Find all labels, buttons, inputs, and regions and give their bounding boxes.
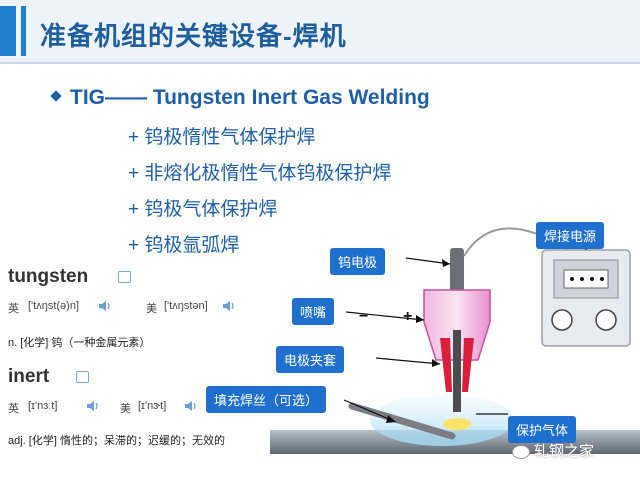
slide-header: 准备机组的关键设备-焊机: [0, 0, 640, 62]
tig-bullet-text: TIG—— Tungsten Inert Gas Welding: [70, 86, 430, 109]
minus-terminal: [551, 309, 573, 331]
watermark: 轧钢之家: [512, 440, 594, 461]
dict-word-tungsten: tungsten: [8, 266, 89, 287]
label-power: 焊接电源: [536, 222, 605, 249]
speaker-icon[interactable]: [184, 400, 197, 412]
label-gas: 保护气体: [508, 416, 577, 443]
subitem-4: + 钨极氩弧焊: [128, 235, 240, 256]
uk-label: 英: [8, 403, 19, 415]
label-electrode: 钨电极: [330, 248, 386, 275]
welding-illustration: [270, 227, 640, 454]
watermark-text: 轧钢之家: [534, 443, 595, 460]
minus-sign: −: [359, 308, 369, 325]
plus-sign: +: [403, 308, 413, 325]
uk-label: 英: [8, 303, 19, 315]
dict-word-inert: inert: [8, 366, 50, 387]
dict-definition: adj. [化学] 惰性的；呆滞的；迟缓的；无效的: [8, 435, 225, 447]
tig-bullet: TIG—— Tungsten Inert Gas Welding: [50, 86, 430, 110]
copy-icon[interactable]: [76, 371, 89, 383]
uk-phonetic: [ɪ'nɜːt]: [28, 400, 58, 412]
slide-title: 准备机组的关键设备-焊机: [40, 21, 347, 51]
uk-phonetic: ['tʌŋst(ə)n]: [28, 300, 80, 312]
us-label: 美: [120, 403, 131, 415]
tungsten-electrode: [453, 330, 461, 412]
us-phonetic: [ɪ'nɝt]: [138, 400, 167, 412]
electrode-rod: [450, 248, 464, 292]
subitem-3: + 钨极气体保护焊: [128, 199, 278, 220]
shielding-gas-cloud: [370, 394, 514, 446]
label-nozzle: 喷嘴: [292, 298, 335, 325]
subitem-1: + 钨极惰性气体保护焊: [128, 127, 316, 148]
header-accent-bar-thin: [21, 6, 26, 56]
speaker-icon[interactable]: [86, 400, 99, 412]
wechat-icon: [512, 445, 530, 460]
header-accent-bar: [0, 6, 16, 56]
header-divider: [0, 62, 640, 64]
label-collet: 电极夹套: [276, 346, 345, 373]
tig-welding-diagram: 钨电极 喷嘴 电极夹套 填充焊丝（可选） 保护气体 焊接电源 − +: [196, 210, 640, 480]
collet-left: [440, 338, 452, 392]
copy-icon[interactable]: [118, 271, 131, 283]
us-label: 美: [146, 303, 157, 315]
welding-arc: [443, 418, 471, 430]
plus-terminal: [595, 309, 617, 331]
speaker-icon[interactable]: [98, 300, 111, 312]
speaker-icon[interactable]: [222, 300, 235, 312]
power-screen: [563, 269, 609, 289]
subitem-2: + 非熔化极惰性气体钨极保护焊: [128, 163, 392, 184]
collet-right: [462, 338, 474, 392]
us-phonetic: ['tʌŋstən]: [164, 300, 208, 312]
diamond-bullet-icon: [50, 90, 62, 103]
label-filler: 填充焊丝（可选）: [206, 386, 327, 413]
dict-definition: n. [化学] 钨（一种金属元素）: [8, 337, 151, 349]
dictionary-panel: tungsten 英 ['tʌŋst(ə)n] 美 ['tʌŋstən] n. …: [0, 258, 268, 458]
